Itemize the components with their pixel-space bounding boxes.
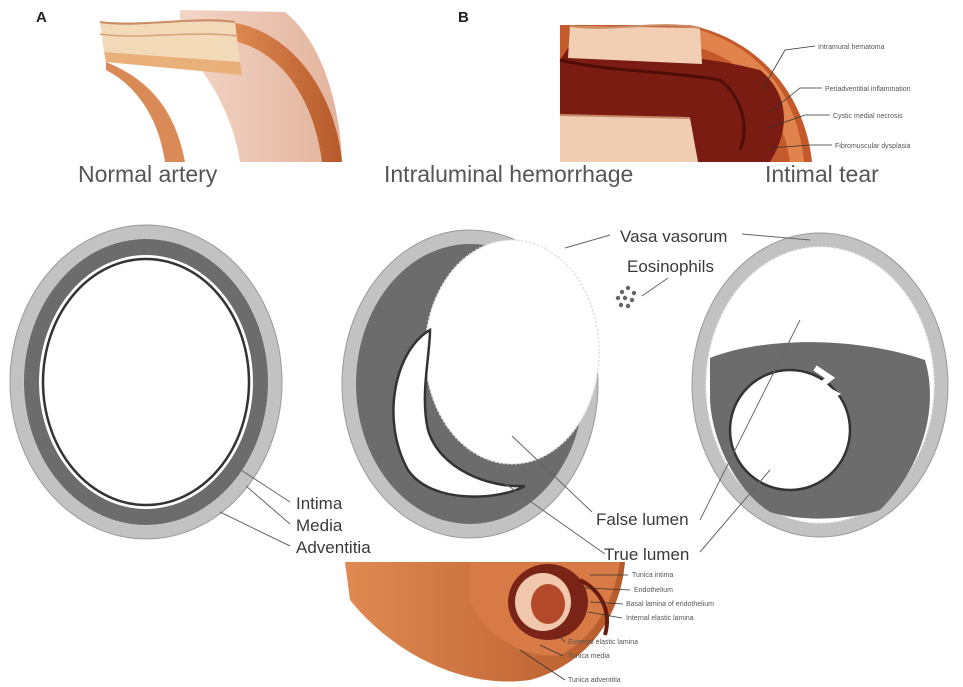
vessel-layers-illustration (345, 562, 625, 682)
intimal-tear-cross-section (692, 233, 948, 537)
eosinophil-cluster (616, 286, 636, 308)
label-tunica-intima: Tunica intima (632, 572, 673, 579)
panel-letter-b: B (458, 9, 469, 26)
label-tunica-media: Tunica media (568, 653, 610, 660)
normal-artery-cross-section (10, 225, 282, 539)
label-vasa-vasorum: Vasa vasorum (620, 227, 727, 246)
normal-artery-illustration (100, 10, 342, 162)
label-true-lumen: True lumen (604, 545, 689, 564)
label-external-elastic-lamina: External elastic lamina (568, 639, 638, 646)
label-endothelium: Endothelium (634, 587, 673, 594)
title-normal-artery: Normal artery (78, 161, 218, 187)
label-basal-lamina: Basal lamina of endothelium (626, 601, 714, 608)
label-periadventitial-inflammation: Periadventitial inflammation (825, 86, 911, 93)
label-cystic-medial-necrosis: Cystic medial necrosis (833, 113, 903, 120)
label-tunica-adventitia: Tunica adventitia (568, 677, 621, 684)
panel-letter-a: A (36, 9, 47, 26)
label-false-lumen: False lumen (596, 510, 689, 529)
hematoma-illustration (560, 25, 812, 162)
label-intima: Intima (296, 494, 343, 513)
label-internal-elastic-lamina: Internal elastic lamina (626, 615, 694, 622)
title-intraluminal-hemorrhage: Intraluminal hemorrhage (384, 161, 633, 187)
label-adventitia: Adventitia (296, 538, 371, 557)
label-fibromuscular-dysplasia: Fibromuscular dysplasia (835, 143, 911, 150)
label-eosinophils: Eosinophils (627, 257, 714, 276)
title-intimal-tear: Intimal tear (765, 161, 879, 187)
label-intramural-hematoma: Intramural hematoma (818, 44, 885, 51)
hemorrhage-cross-section (342, 230, 599, 538)
label-media: Media (296, 516, 343, 535)
